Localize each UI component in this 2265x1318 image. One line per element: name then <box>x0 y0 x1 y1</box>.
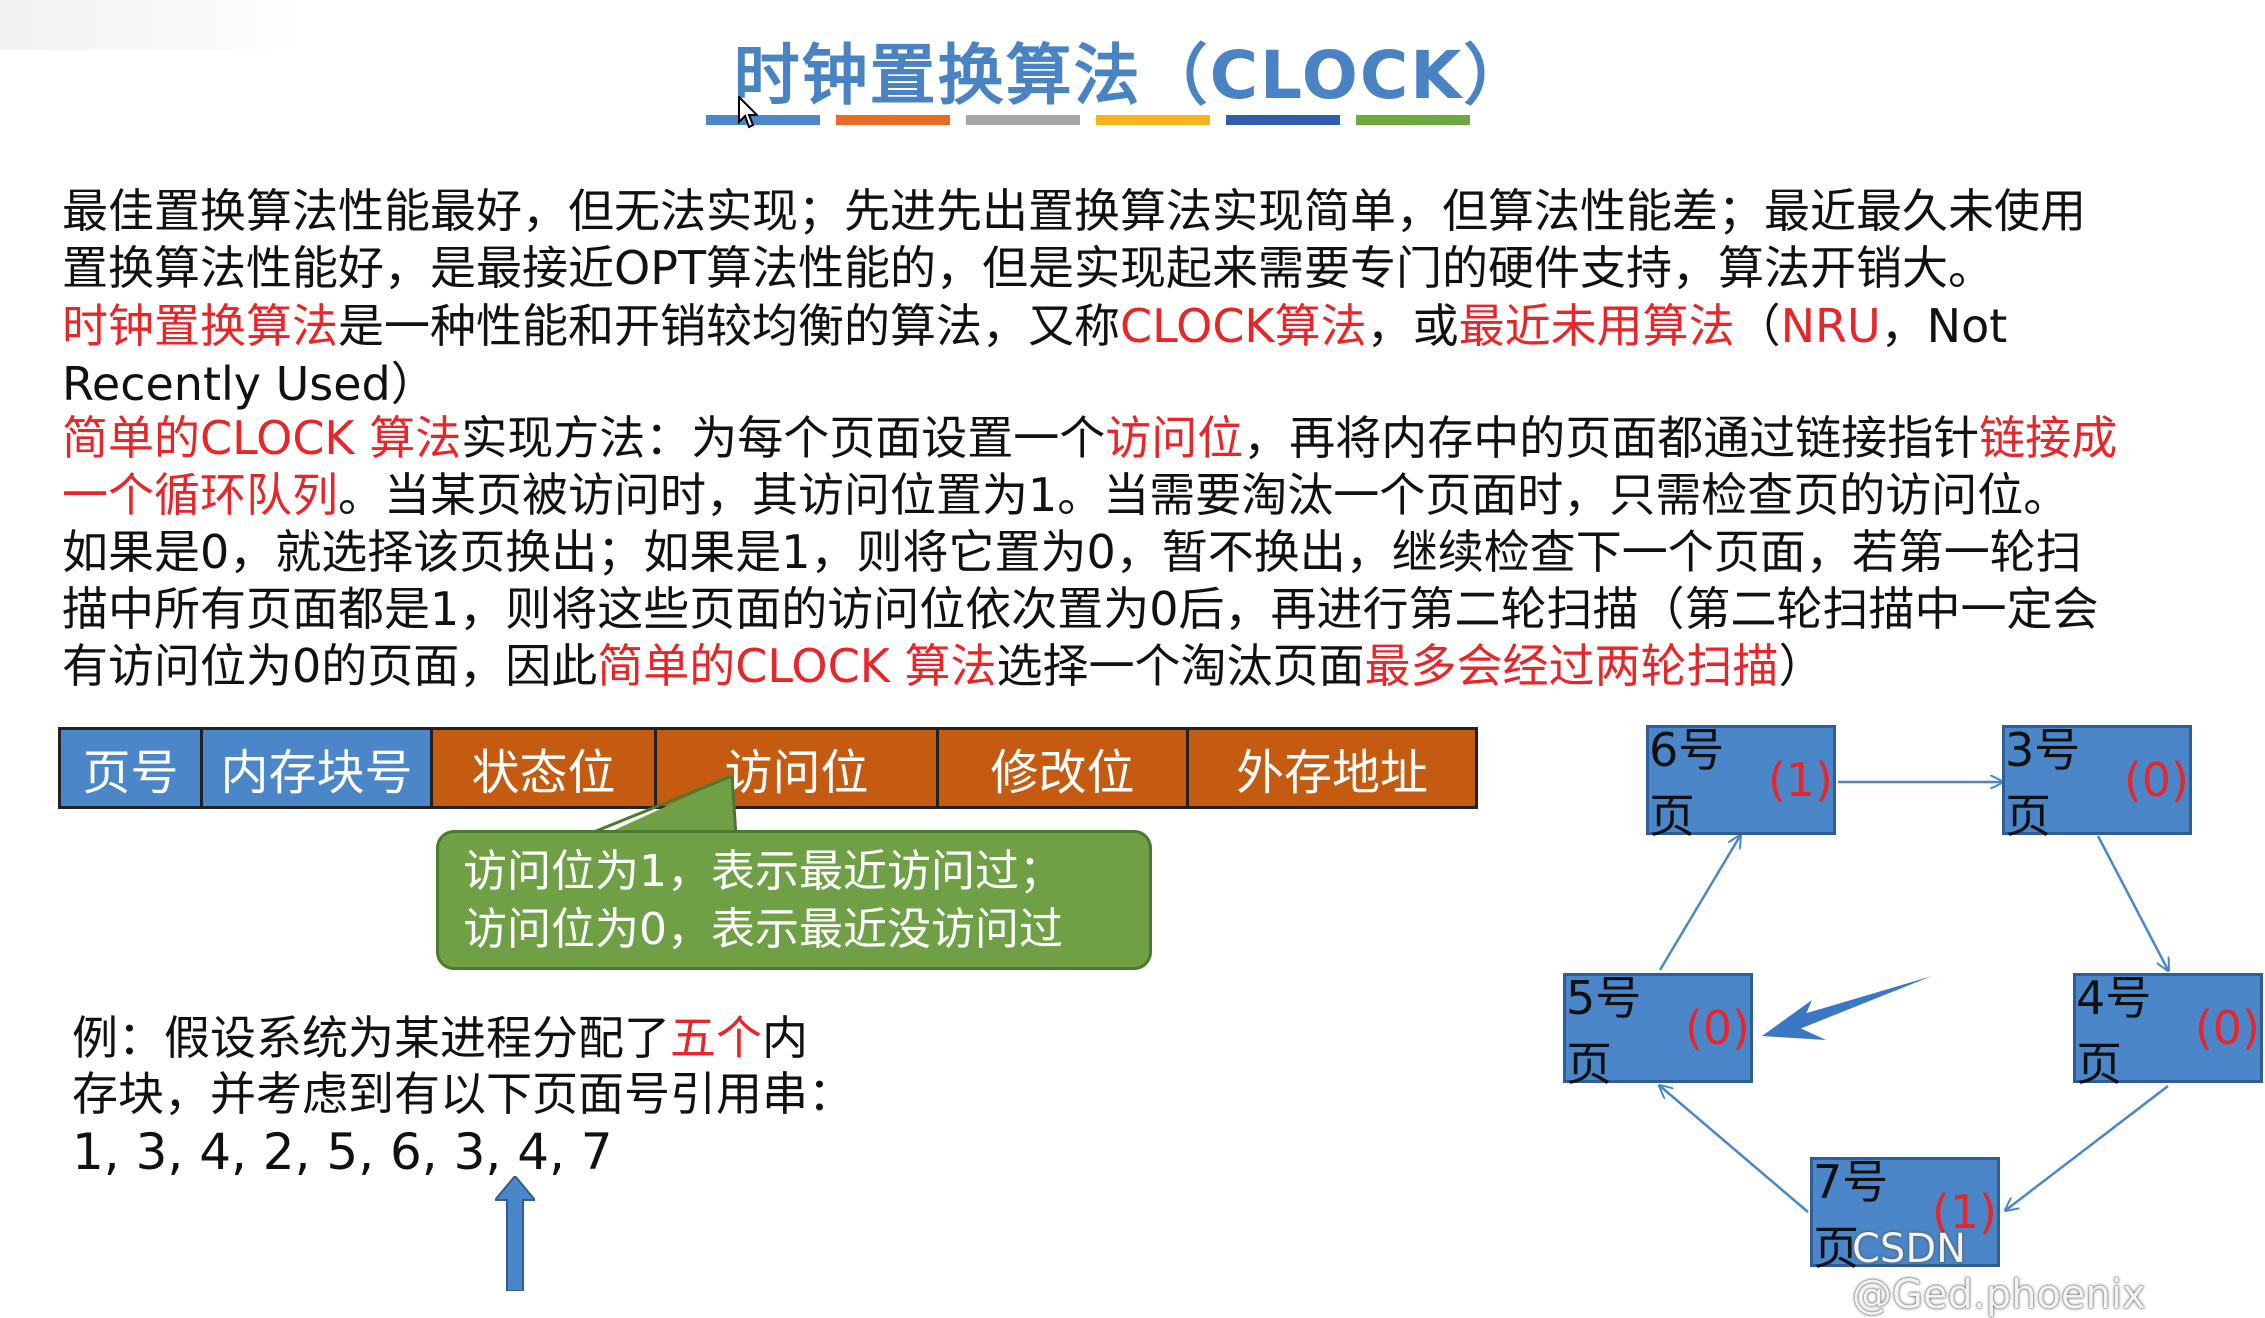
page-6-label: 6号页 <box>1649 723 1725 843</box>
term-circular-queue: 一个循环队列 <box>62 468 338 522</box>
paragraph-intro-line-1: 最佳置换算法性能最好，但无法实现；先进先出置换算法实现简单，但算法性能差；最近最… <box>62 184 2086 238</box>
callout-line-1: 访问位为1，表示最近访问过； <box>463 846 1063 897</box>
method-text-2: ，再将内存中的页面都通过链接指针 <box>1243 411 1980 465</box>
term-two-scans: 最多会经过两轮扫描 <box>1364 639 1779 693</box>
title-bar-2 <box>836 115 950 125</box>
page-5-bit: (0) <box>1684 1001 1750 1055</box>
paragraph-method-line-2: 一个循环队列。当某页被访问时，其访问位置为1。当需要淘汰一个页面时，只需检查页的… <box>62 467 2222 524</box>
paragraph-intro: 最佳置换算法性能最好，但无法实现；先进先出置换算法实现简单，但算法性能差；最近最… <box>62 183 2222 297</box>
example-line-2: 存块，并考虑到有以下页面号引用串： <box>72 1067 854 1121</box>
callout-tail <box>583 776 738 844</box>
term-clock-algorithm: CLOCK算法 <box>1120 299 1367 353</box>
definition-or: ，或 <box>1366 299 1459 353</box>
page-3-bit: (0) <box>2123 753 2189 807</box>
slide-title: 时钟置换算法（CLOCK） <box>733 37 1532 114</box>
title-bar-1 <box>706 115 820 125</box>
method-text-6: ） <box>1778 639 1825 693</box>
page-3-label: 3号页 <box>2005 723 2081 843</box>
page-7-bit: (1) <box>1931 1185 1997 1239</box>
page-table-header: 页号 内存块号 状态位 访问位 修改位 外存地址 <box>58 727 1478 809</box>
pointer-up-arrow-icon <box>495 1176 535 1291</box>
header-cell-valid-bit: 状态位 <box>433 730 657 806</box>
term-access-bit: 访问位 <box>1105 411 1244 465</box>
title-underline-bars <box>706 115 1470 125</box>
paragraph-intro-line-2: 置换算法性能好，是最接近OPT算法性能的，但是实现起来需要专门的硬件支持，算法开… <box>62 241 1995 295</box>
method-text-5: 选择一个淘汰页面 <box>996 639 1365 693</box>
page-5-label: 5号页 <box>1566 971 1642 1091</box>
term-link-into: 链接成 <box>1979 411 2118 465</box>
method-text-4: 有访问位为0的页面，因此 <box>62 639 598 693</box>
paragraph-method-line-4: 描中所有页面都是1，则将这些页面的访问位依次置为0后，再进行第二轮扫描（第二轮扫… <box>62 582 2099 636</box>
header-cell-page-number: 页号 <box>61 730 203 806</box>
page-box-5: 5号页 (0) <box>1563 971 1753 1091</box>
page-7-label: 7号页 <box>1813 1155 1889 1275</box>
mouse-cursor-icon <box>738 96 758 129</box>
header-cell-frame-number: 内存块号 <box>203 730 433 806</box>
callout-line-2: 访问位为0，表示最近没访问过 <box>463 904 1063 955</box>
page-4-label: 4号页 <box>2076 971 2152 1091</box>
top-left-watermark <box>0 0 300 50</box>
reference-string: 1, 3, 4, 2, 5, 6, 3, 4, 7 <box>72 1123 613 1181</box>
page-box-3: 3号页 (0) <box>2002 723 2192 843</box>
example-text: 例：假设系统为某进程分配了五个内 存块，并考虑到有以下页面号引用串： 1, 3,… <box>72 1010 854 1180</box>
paragraph-method: 简单的CLOCK 算法实现方法：为每个页面设置一个访问位，再将内存中的页面都通过… <box>62 410 2222 695</box>
term-simple-clock: 简单的CLOCK 算法 <box>62 411 462 465</box>
access-bit-callout: 访问位为1，表示最近访问过； 访问位为0，表示最近没访问过 <box>436 776 1156 974</box>
title-bar-5 <box>1226 115 1340 125</box>
paragraph-method-line-3: 如果是0，就选择该页换出；如果是1，则将它置为0，暂不换出，继续检查下一个页面，… <box>62 525 2082 579</box>
paragraph-method-line-1: 简单的CLOCK 算法实现方法：为每个页面设置一个访问位，再将内存中的页面都通过… <box>62 410 2222 467</box>
clock-hand-arrow-icon <box>1762 976 1932 1040</box>
paragraph-definition-line-1: 时钟置换算法是一种性能和开销较均衡的算法，又称CLOCK算法，或最近未用算法（N… <box>62 297 2222 355</box>
example-line-1c: 内 <box>762 1011 808 1065</box>
term-nru-abbr: NRU <box>1780 299 1881 353</box>
term-clock-replacement: 时钟置换算法 <box>62 299 338 353</box>
method-text-1: 实现方法：为每个页面设置一个 <box>461 411 1106 465</box>
header-cell-modify-bit: 修改位 <box>939 730 1189 806</box>
example-five-frames: 五个 <box>670 1011 762 1065</box>
csdn-watermark: CSDN @Ged.phoenix <box>1852 1226 2146 1318</box>
term-nru: 最近未用算法 <box>1458 299 1735 353</box>
title-bar-6 <box>1356 115 1470 125</box>
page-box-7: 7号页 (1) <box>1810 1155 2000 1275</box>
term-simple-clock-2: 简单的CLOCK 算法 <box>597 639 997 693</box>
definition-not: ，Not <box>1880 299 2008 353</box>
paragraph-definition-line-2: Recently Used） <box>62 357 437 411</box>
page-4-bit: (0) <box>2194 1001 2260 1055</box>
page-box-6: 6号页 (1) <box>1646 723 1836 843</box>
page-box-4: 4号页 (0) <box>2073 971 2263 1091</box>
callout-box: 访问位为1，表示最近访问过； 访问位为0，表示最近没访问过 <box>436 830 1152 970</box>
title-bar-3 <box>966 115 1080 125</box>
header-cell-disk-address: 外存地址 <box>1189 730 1475 806</box>
paragraph-method-line-5: 有访问位为0的页面，因此简单的CLOCK 算法选择一个淘汰页面最多会经过两轮扫描… <box>62 638 2222 695</box>
definition-paren: （ <box>1734 299 1781 353</box>
example-line-1a: 例：假设系统为某进程分配了 <box>72 1011 670 1065</box>
paragraph-definition: 时钟置换算法是一种性能和开销较均衡的算法，又称CLOCK算法，或最近未用算法（N… <box>62 297 2222 413</box>
method-text-3: 。当某页被访问时，其访问位置为1。当需要淘汰一个页面时，只需检查页的访问位。 <box>338 468 2070 522</box>
example-line-1: 例：假设系统为某进程分配了五个内 <box>72 1010 854 1066</box>
page-6-bit: (1) <box>1767 753 1833 807</box>
definition-text: 是一种性能和开销较均衡的算法，又称 <box>338 299 1120 353</box>
title-bar-4 <box>1096 115 1210 125</box>
